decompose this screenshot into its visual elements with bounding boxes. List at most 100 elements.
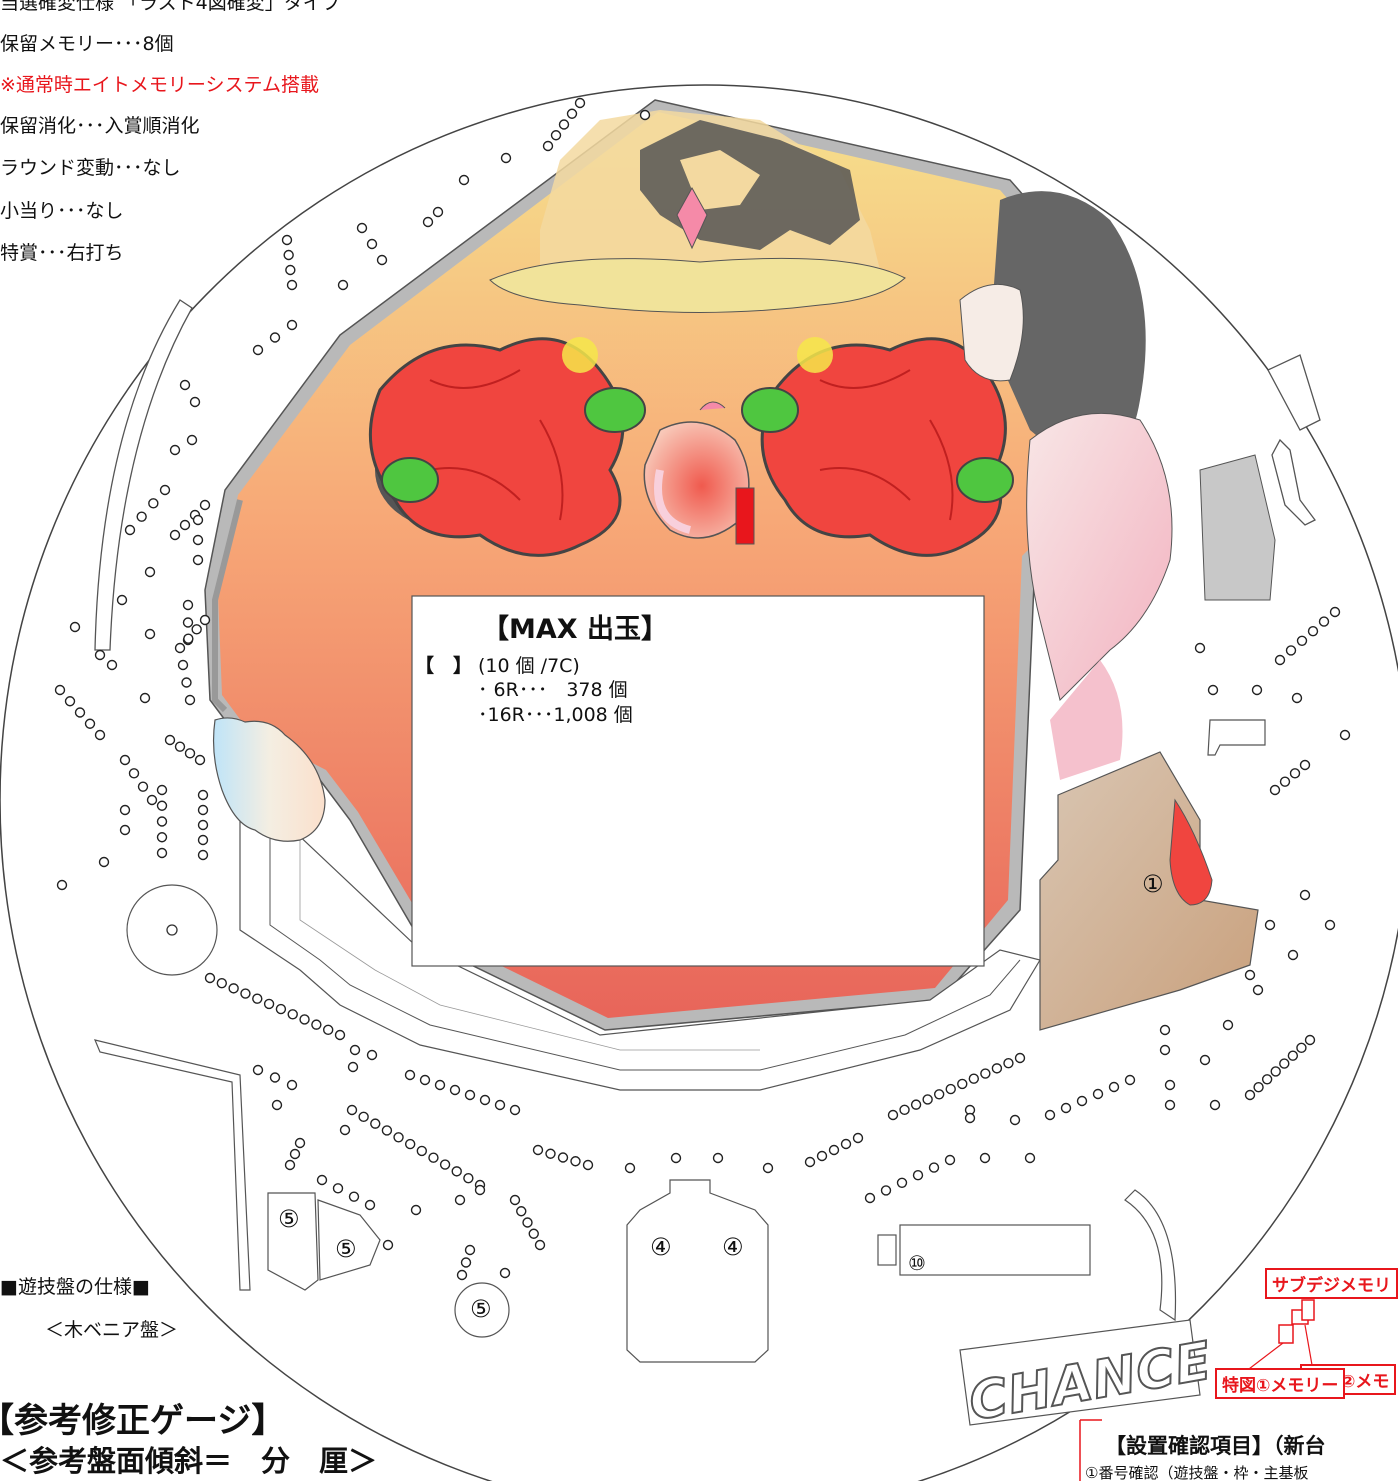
nail-pin [271, 1099, 283, 1111]
nail-pin [156, 816, 168, 827]
nail-pin [1159, 1044, 1171, 1056]
left-frame-edge [212, 499, 243, 713]
right-gray-block [1199, 454, 1276, 601]
nail-pin [119, 804, 131, 816]
nail-pin [494, 1099, 506, 1111]
nail-pin [284, 1159, 296, 1171]
nail-pin [159, 484, 171, 496]
nail-pin [1253, 1081, 1264, 1093]
nail-pin [240, 988, 251, 999]
nail-pin [182, 617, 194, 628]
nail-pin [1324, 919, 1336, 931]
nail-pin [1199, 1054, 1211, 1066]
nail-pin [1222, 1019, 1234, 1031]
nail-pin [347, 1061, 359, 1073]
nail-pin [348, 1191, 360, 1202]
nail-pin [393, 1132, 404, 1143]
nail-pin [464, 1244, 476, 1256]
nail-pin [474, 1184, 486, 1196]
logo-cut [680, 150, 760, 210]
nail-pin [1291, 692, 1303, 704]
nail-pin [1296, 635, 1308, 646]
nail-pin [1251, 684, 1263, 696]
nail-pin [404, 1069, 416, 1081]
nail-pin [349, 1044, 361, 1056]
nail-pin [299, 1014, 310, 1025]
marker-5-a: ⑤ [278, 1205, 300, 1233]
nail-pin [1285, 645, 1297, 656]
nail-pin [136, 511, 147, 522]
spec-hold-memory: 保留メモリー･･･8個 [0, 33, 174, 55]
nail-pin [1244, 1089, 1256, 1101]
right-gate-small [877, 1234, 897, 1266]
nail-pin [366, 1049, 378, 1061]
nail-pin [464, 1089, 476, 1101]
nail-pin [532, 1144, 544, 1156]
nail-pin [1244, 969, 1256, 981]
spec-small-hit: 小当り･･･なし [0, 200, 124, 222]
nail-pin [852, 1132, 864, 1144]
stage-inner2 [299, 820, 760, 1051]
spec-round-change: ラウンド変動･･･なし [0, 157, 181, 179]
nail-pin [56, 879, 68, 891]
nail-pin [1329, 606, 1341, 618]
gauge-title: 【参考修正ゲージ】 [0, 1401, 286, 1441]
nail-pin [624, 1162, 636, 1174]
left-cloud [212, 717, 326, 842]
nail-pin [1024, 1152, 1036, 1164]
nail-pin [252, 993, 263, 1004]
nail-pin [197, 834, 209, 846]
nail-pin [156, 800, 168, 811]
left-pocket-c [454, 1282, 510, 1338]
logo-diamond [676, 186, 708, 250]
right-small-pocket [1207, 719, 1266, 756]
nail-pin [422, 216, 434, 228]
nail-pin [189, 396, 201, 408]
nail-pin [449, 1084, 461, 1096]
out-rail [1124, 1189, 1177, 1322]
right-rail [1267, 354, 1321, 431]
nail-pins [54, 97, 1351, 1281]
nail-pin [1287, 949, 1299, 961]
nail-pin [864, 1192, 876, 1204]
nail-pin [174, 642, 186, 654]
nail-pin [944, 1154, 956, 1166]
marker-1: ① [1142, 870, 1164, 898]
nail-pin [991, 1063, 1003, 1074]
nail-pin [177, 659, 189, 671]
nail-pin [286, 279, 298, 291]
left-hibiscus [368, 337, 646, 557]
nail-pin [69, 621, 81, 633]
nail-pin [1279, 776, 1291, 787]
tokuzu1-memory-label: 特図①メモリー [1215, 1368, 1346, 1399]
nail-pin [381, 1125, 393, 1136]
nail-pin [639, 109, 651, 121]
nail-pin [252, 1064, 264, 1076]
nail-pin [509, 1104, 521, 1116]
nail-pin [545, 1148, 556, 1159]
nail-pin [419, 1074, 431, 1086]
nail-pin [169, 444, 181, 456]
nail-pin [179, 379, 191, 391]
nail-pin [1124, 1074, 1136, 1086]
nail-pin [1287, 1050, 1299, 1061]
nail-pin [1076, 1095, 1088, 1107]
crown-band [489, 257, 906, 313]
max-output-bracket: 【 】 [415, 655, 473, 677]
nail-pin [968, 1073, 980, 1084]
nail-pin [382, 1239, 394, 1251]
nail-pin [1279, 1058, 1290, 1069]
nail-pin [197, 804, 209, 816]
chance-plate [959, 1319, 1201, 1426]
nail-pin [1194, 642, 1206, 654]
nail-pin [1264, 919, 1276, 931]
nail-pin [184, 694, 196, 706]
left-rail [94, 299, 193, 651]
nail-pin [294, 1137, 306, 1149]
nail-pin [192, 554, 204, 566]
nail-pin [451, 1166, 462, 1177]
character-figure [959, 191, 1173, 780]
nail-pin [179, 519, 191, 531]
nail-pin [460, 1257, 472, 1268]
nail-pin [144, 566, 156, 578]
